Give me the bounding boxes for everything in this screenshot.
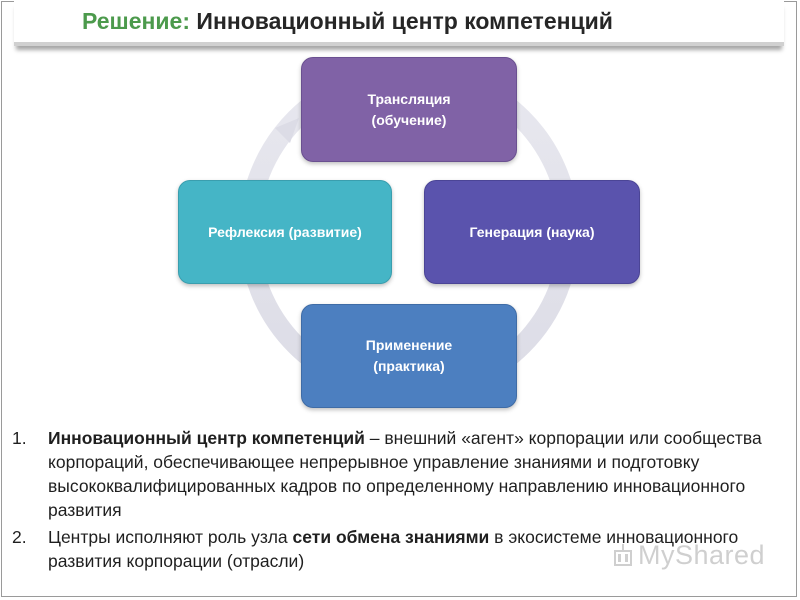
list-item-after: в экосистеме инновационного развития кор… [48, 527, 739, 571]
list-item-bold: сети обмена знаниями [292, 527, 490, 547]
cycle-arrowhead-icon [275, 118, 299, 143]
list-item-number: 2. [12, 527, 27, 547]
node-translation-line1: Трансляция [367, 90, 451, 107]
node-reflection-label: Рефлексия (развитие) [208, 223, 362, 240]
list-item-text: Центры исполняют роль узла сети обмена з… [48, 525, 788, 573]
list-item-rest: – внешний «агент» корпорации или сообщес… [48, 428, 762, 520]
node-translation-line2: (обучение) [371, 111, 447, 128]
watermark-text: MyShared [638, 540, 766, 570]
node-generation-label: Генерация (наука) [469, 223, 595, 240]
myshared-logo-icon [614, 544, 632, 566]
node-generation: Генерация (наука) [424, 180, 640, 284]
definition-list: 1. Инновационный центр компетенций – вне… [12, 426, 788, 576]
list-item-text: Инновационный центр компетенций – внешни… [48, 426, 788, 522]
list-item: 2. Центры исполняют роль узла сети обмен… [12, 525, 788, 573]
list-item: 1. Инновационный центр компетенций – вне… [12, 426, 788, 522]
node-application: Применение (практика) [301, 304, 517, 408]
list-item-bold: Инновационный центр компетенций [48, 428, 365, 448]
title-accent: Решение: [82, 8, 191, 34]
list-item-number: 1. [12, 428, 27, 448]
node-reflection: Рефлексия (развитие) [178, 180, 392, 284]
title-main: Инновационный центр компетенций [196, 8, 613, 34]
list-item-before: Центры исполняют роль узла [48, 527, 293, 547]
node-application-line2: (практика) [373, 358, 445, 374]
page-title: Решение: Инновационный центр компетенций [82, 8, 613, 35]
watermark: MyShared [612, 540, 765, 571]
node-application-line1: Применение [365, 337, 453, 353]
title-bar: Решение: Инновационный центр компетенций [14, 0, 784, 46]
node-translation: Трансляция (обучение) [301, 57, 517, 162]
